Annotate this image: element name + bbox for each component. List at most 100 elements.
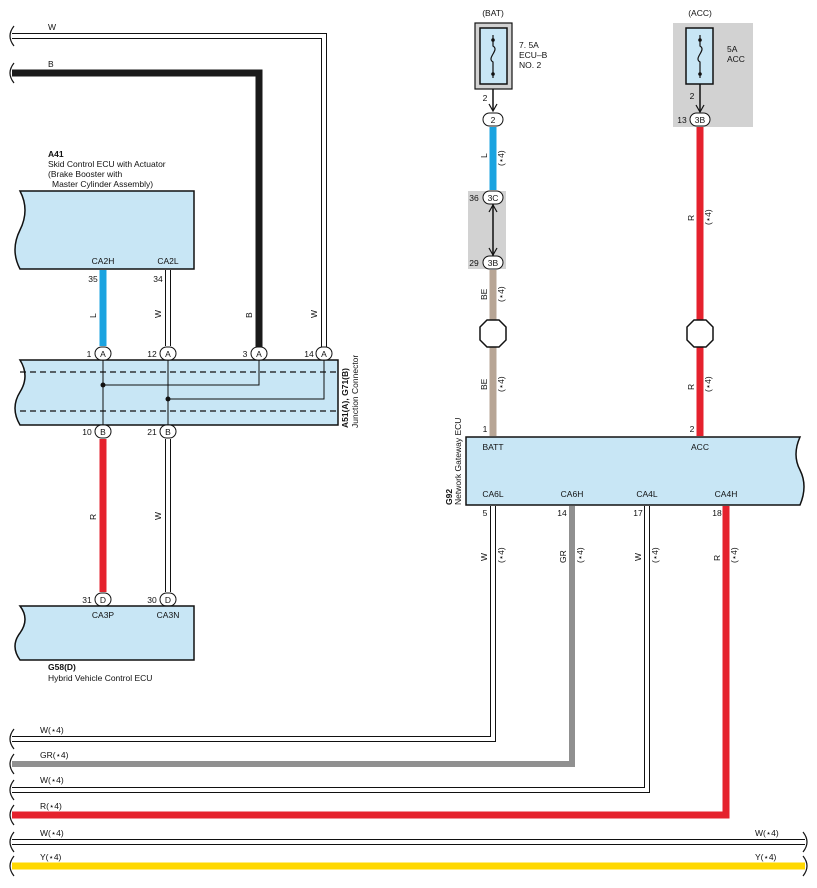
bus-wires <box>12 33 805 870</box>
fuse-bat-dot-top <box>491 38 495 42</box>
junction-pin-num-3: 3 <box>243 349 248 359</box>
junction-pin-conn-21: B <box>165 427 171 437</box>
bus-label-8-right: Y(⋆4) <box>755 852 777 862</box>
bus-break-marks <box>9 25 808 877</box>
conn-3b-bat-num: 29 <box>469 258 479 268</box>
conn-pair-arrow-up <box>488 203 498 213</box>
g92-pin-label-ca4h: CA4H <box>715 489 738 499</box>
bus-label-6: R(⋆4) <box>40 801 62 811</box>
junction-pin-conn-10: B <box>100 427 106 437</box>
g58-pins <box>94 592 177 607</box>
g58-pin-conn-31: D <box>100 595 106 605</box>
bus-label-1: W <box>48 22 56 32</box>
g92-pin-label-ca6l: CA6L <box>482 489 504 499</box>
junction-bottom-pins <box>94 424 177 439</box>
junction-pin-conn-3: A <box>256 349 262 359</box>
junction-pin-num-21: 21 <box>147 427 157 437</box>
g58-pin-label-ca3n: CA3N <box>157 610 180 620</box>
wire-label-l-bat: L <box>479 153 489 158</box>
junction-top-pins <box>94 346 333 361</box>
junction-box <box>14 359 339 426</box>
g92-pin-num-acc: 2 <box>690 424 695 434</box>
g58-pin-num-31: 31 <box>82 595 92 605</box>
wire-label-r-g58: R <box>88 514 98 520</box>
g92-pin-num-18: 18 <box>712 508 722 518</box>
fuse-bat-group: (BAT) <box>482 8 504 18</box>
a41-pin-num-34: 34 <box>153 274 163 284</box>
junction-code: A51(A), G71(B) <box>340 368 350 428</box>
a41-pin-label-ca2h: CA2H <box>92 256 115 266</box>
fuse-acc-dot-bottom <box>698 72 702 76</box>
fuse-bat-pin: 2 <box>483 93 488 103</box>
fuse-acc-name1: ACC <box>727 54 745 64</box>
conn-3b-bat-label: 3B <box>488 258 499 268</box>
g92-pin-num-5: 5 <box>483 508 488 518</box>
fuse-acc-arrow <box>695 104 705 114</box>
wire-label-be-2: BE <box>479 378 489 390</box>
g58-code: G58(D) <box>48 662 76 672</box>
junction-pin-conn-1: A <box>100 349 106 359</box>
fuse-bat-dot-bottom <box>491 72 495 76</box>
wire-mark-ca4h: (⋆4) <box>729 547 739 563</box>
junction-pin-conn-12: A <box>165 349 171 359</box>
fuse-acc-icon <box>697 35 703 78</box>
g92-box <box>465 436 805 506</box>
bus-label-8: Y(⋆4) <box>40 852 62 862</box>
a41-pin-num-35: 35 <box>88 274 98 284</box>
wire-label-ca4h: R <box>712 555 722 561</box>
a41-desc1: (Brake Booster with <box>48 169 122 179</box>
junction-dot-1 <box>100 382 106 388</box>
fuse-acc-conn-num: 13 <box>677 115 687 125</box>
bus-label-7-right: W(⋆4) <box>755 828 779 838</box>
splice-bat <box>479 319 507 348</box>
g92-pin-num-batt: 1 <box>483 424 488 434</box>
g92-name: Network Gateway ECU <box>453 418 463 505</box>
wire-label-w-top: W <box>309 310 319 318</box>
fuse-acc-group: (ACC) <box>688 8 712 18</box>
g92-pin-label-batt: BATT <box>482 442 503 452</box>
a41-desc2: Master Cylinder Assembly) <box>52 179 153 189</box>
a41-code: A41 <box>48 149 64 159</box>
conn-pair-arrow-down <box>488 247 498 257</box>
conn-3c-label: 3C <box>488 193 499 203</box>
fuse-bat-icon <box>490 35 496 78</box>
a41-box <box>14 190 195 270</box>
g92-pin-label-acc: ACC <box>691 442 709 452</box>
fuse-bat-rating: 7. 5A <box>519 40 539 50</box>
fuse-bat-name1: ECU–B <box>519 50 548 60</box>
junction-internal-links <box>102 360 325 425</box>
g92-pin-num-17: 17 <box>633 508 643 518</box>
bus-label-4: GR(⋆4) <box>40 750 69 760</box>
g92-pin-label-ca4l: CA4L <box>636 489 658 499</box>
fuse-bat-conn-pin: 2 <box>491 115 496 125</box>
bus-label-7: W(⋆4) <box>40 828 64 838</box>
wire-mark-ca6l: (⋆4) <box>496 547 506 563</box>
wire-label-r-acc-1: R <box>686 215 696 221</box>
g92-code: G92 <box>444 489 454 505</box>
fuse-bat-name2: NO. 2 <box>519 60 541 70</box>
conn-3c-num: 36 <box>469 193 479 203</box>
conn-3b-bat <box>482 255 504 270</box>
fuse-acc-dot-top <box>698 38 702 42</box>
wire-label-r-acc-2: R <box>686 384 696 390</box>
junction-dot-2 <box>165 396 171 402</box>
junction-pin-num-14: 14 <box>304 349 314 359</box>
wire-mark-be-1: (⋆4) <box>496 286 506 302</box>
wire-mark-ca4l: (⋆4) <box>650 547 660 563</box>
wire-mark-r-acc-2: (⋆4) <box>703 376 713 392</box>
wire-label-l: L <box>88 313 98 318</box>
junction-name: Junction Connector <box>350 355 360 428</box>
g58-pin-conn-30: D <box>165 595 171 605</box>
wire-mark-ca6h: (⋆4) <box>575 547 585 563</box>
wire-label-ca6h: GR <box>558 550 568 563</box>
bus-label-5: W(⋆4) <box>40 775 64 785</box>
bus-label-2: B <box>48 59 54 69</box>
a41-pin-label-ca2l: CA2L <box>157 256 179 266</box>
junction-pin-num-12: 12 <box>147 349 157 359</box>
fuse-acc-conn <box>689 112 711 127</box>
fuse-acc-rating: 5A <box>727 44 738 54</box>
wire-mark-l-bat: (⋆4) <box>496 150 506 166</box>
splice-acc <box>686 319 714 348</box>
fuse-bat-arrow <box>488 103 498 113</box>
